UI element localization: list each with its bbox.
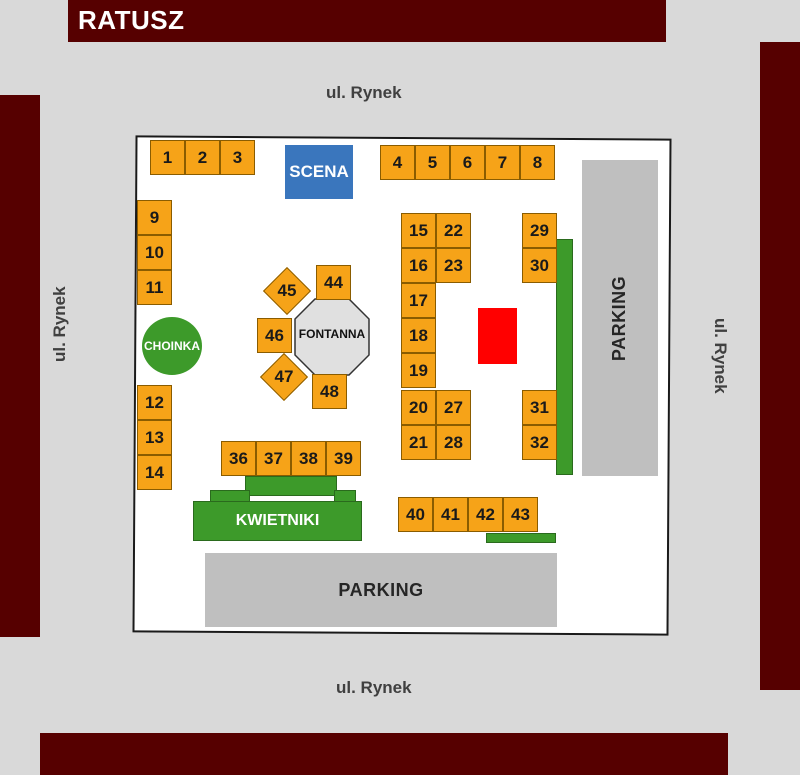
stall-32[interactable]: 32	[522, 425, 557, 460]
green-strip-bottom	[486, 533, 556, 543]
stall-30[interactable]: 30	[522, 248, 557, 283]
fountain-shape	[294, 298, 370, 376]
stage: SCENA	[285, 145, 353, 199]
stall-45[interactable]: 45	[277, 281, 297, 300]
parking-right: PARKING	[582, 160, 658, 476]
fountain-label: FONTANNA	[298, 327, 366, 341]
stall-5[interactable]: 5	[415, 145, 450, 180]
stall-48[interactable]: 48	[312, 374, 347, 409]
building-bottom	[40, 733, 728, 775]
parking-right-label: PARKING	[609, 275, 630, 361]
stall-46[interactable]: 46	[257, 318, 292, 353]
stall-9[interactable]: 9	[137, 200, 172, 235]
stall-15[interactable]: 15	[401, 213, 436, 248]
stall-47[interactable]: 47	[274, 367, 294, 386]
flowerbed-top	[245, 476, 337, 496]
stall-42[interactable]: 42	[468, 497, 503, 532]
stall-7[interactable]: 7	[485, 145, 520, 180]
stall-18[interactable]: 18	[401, 318, 436, 353]
street-label-left: ul. Rynek	[50, 286, 69, 362]
stall-44[interactable]: 44	[316, 265, 351, 300]
stall-6[interactable]: 6	[450, 145, 485, 180]
stall-20[interactable]: 20	[401, 390, 436, 425]
stall-4[interactable]: 4	[380, 145, 415, 180]
stall-37[interactable]: 37	[256, 441, 291, 476]
christmas-tree: CHOINKA	[142, 317, 202, 375]
stall-27[interactable]: 27	[436, 390, 471, 425]
stall-38[interactable]: 38	[291, 441, 326, 476]
building-left	[0, 95, 40, 637]
stall-36[interactable]: 36	[221, 441, 256, 476]
stall-17[interactable]: 17	[401, 283, 436, 318]
stall-22[interactable]: 22	[436, 213, 471, 248]
stall-13[interactable]: 13	[137, 420, 172, 455]
stall-11[interactable]: 11	[137, 270, 172, 305]
stall-23[interactable]: 23	[436, 248, 471, 283]
street-label-top: ul. Rynek	[326, 83, 402, 102]
green-strip-right	[556, 239, 573, 475]
flowerbeds: KWIETNIKI	[193, 501, 362, 541]
stall-39[interactable]: 39	[326, 441, 361, 476]
town-hall-building: RATUSZ	[68, 0, 666, 42]
street-label-bottom: ul. Rynek	[336, 678, 412, 697]
stall-29[interactable]: 29	[522, 213, 557, 248]
stall-31[interactable]: 31	[522, 390, 557, 425]
building-right	[760, 42, 800, 690]
red-marker	[478, 308, 517, 364]
stall-28[interactable]: 28	[436, 425, 471, 460]
parking-bottom: PARKING	[205, 553, 557, 627]
stall-14[interactable]: 14	[137, 455, 172, 490]
stall-10[interactable]: 10	[137, 235, 172, 270]
stall-43[interactable]: 43	[503, 497, 538, 532]
stall-16[interactable]: 16	[401, 248, 436, 283]
stall-41[interactable]: 41	[433, 497, 468, 532]
stall-40[interactable]: 40	[398, 497, 433, 532]
street-label-right: ul. Rynek	[711, 318, 730, 394]
fountain	[294, 298, 370, 376]
stall-12[interactable]: 12	[137, 385, 172, 420]
stall-21[interactable]: 21	[401, 425, 436, 460]
stall-8[interactable]: 8	[520, 145, 555, 180]
stall-3[interactable]: 3	[220, 140, 255, 175]
stall-19[interactable]: 19	[401, 353, 436, 388]
stall-1[interactable]: 1	[150, 140, 185, 175]
stall-2[interactable]: 2	[185, 140, 220, 175]
